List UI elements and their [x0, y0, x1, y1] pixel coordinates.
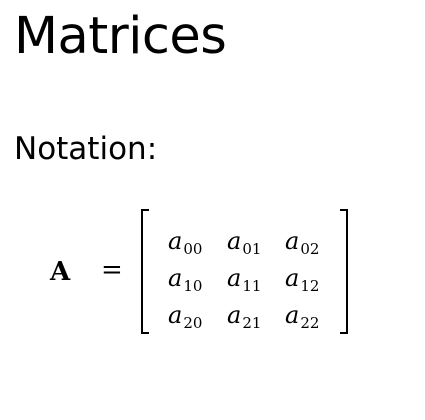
matrix-symbol: A	[50, 257, 71, 287]
matrix-entry: a01	[227, 227, 262, 258]
matrix-entry: a02	[285, 227, 320, 258]
matrix-entry: a11	[227, 264, 262, 295]
matrix-entry: a12	[285, 264, 320, 295]
left-bracket	[141, 209, 149, 334]
page-title: Matrices	[14, 7, 227, 66]
notation-heading: Notation:	[14, 131, 158, 167]
equals-sign: =	[101, 255, 123, 285]
matrix-entry: a00	[168, 227, 203, 258]
matrix-entry: a20	[168, 301, 203, 332]
matrix-entry: a21	[227, 301, 262, 332]
matrix-entry: a22	[285, 301, 320, 332]
matrix-entry: a10	[168, 264, 203, 295]
right-bracket	[340, 209, 348, 334]
